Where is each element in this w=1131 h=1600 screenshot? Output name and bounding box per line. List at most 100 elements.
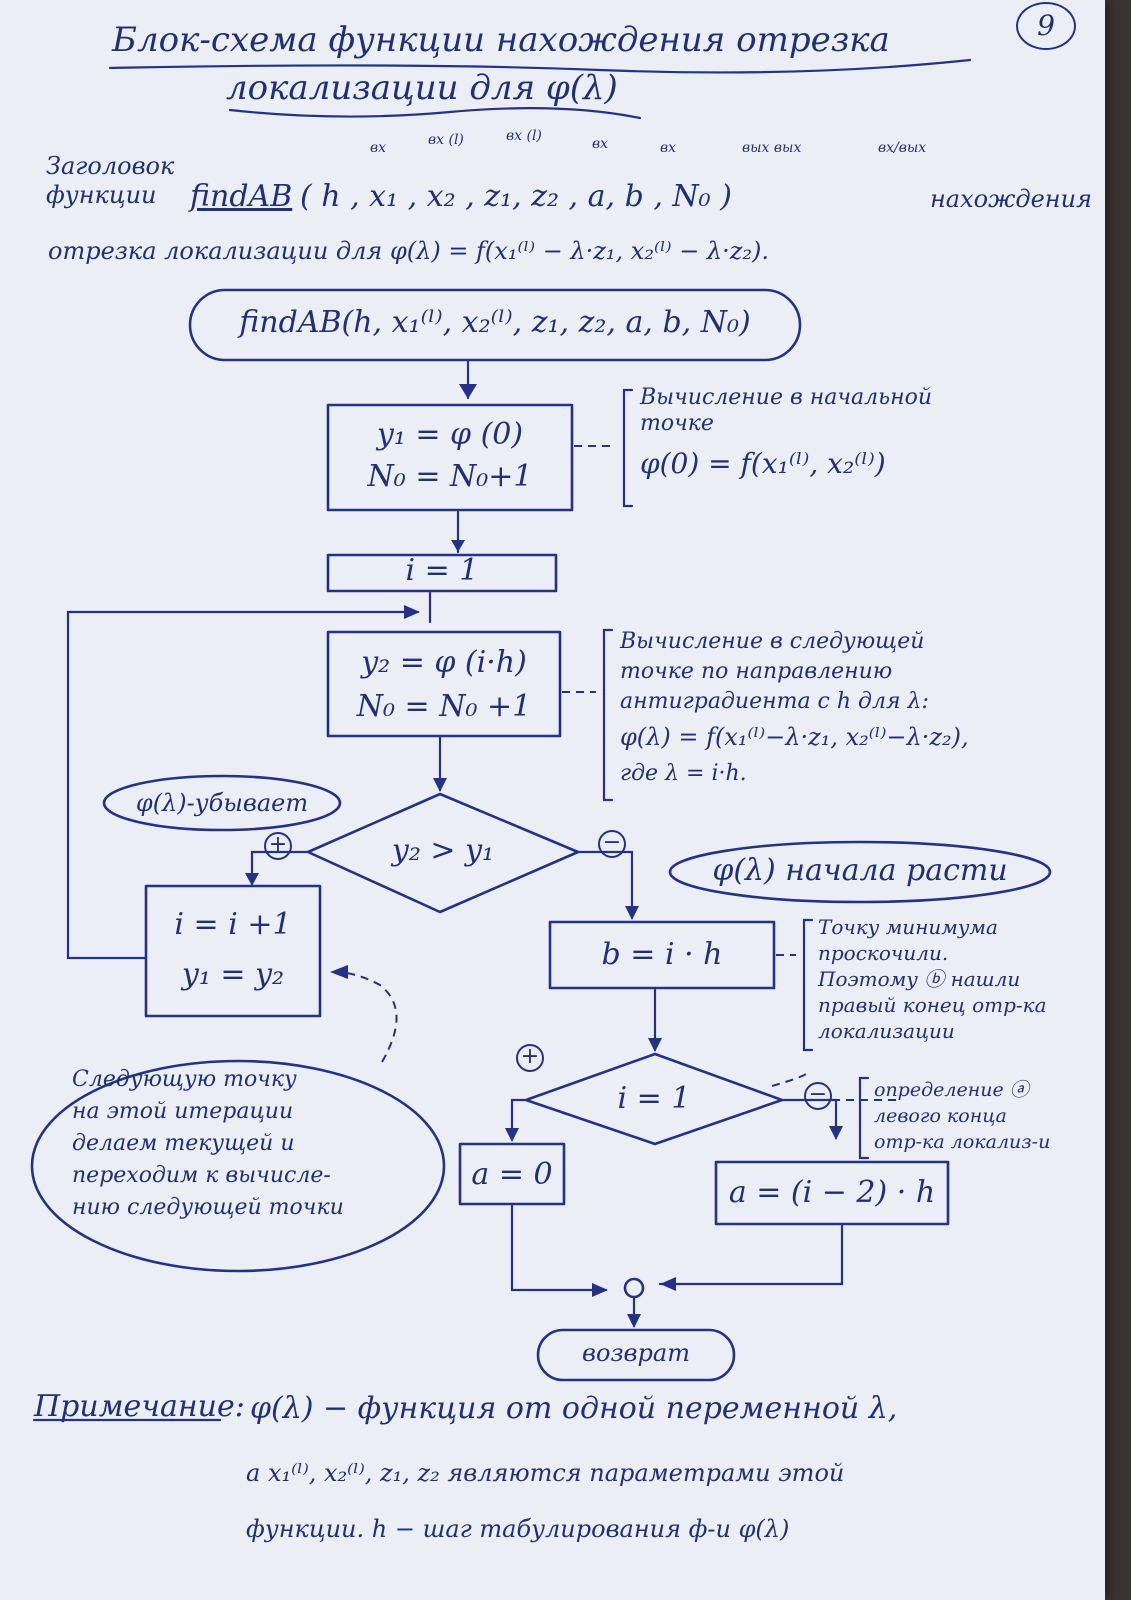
update-comment-1: Следующую точку: [72, 1067, 297, 1092]
a-assign-shape: [714, 1160, 950, 1226]
next-comment-1: Вычисление в следующей: [620, 629, 925, 654]
decreasing-label-shape: [102, 774, 342, 832]
yes-branch-head: [245, 873, 259, 886]
page-number: 9: [1016, 2, 1076, 50]
subtitle-underline: [228, 107, 642, 120]
counter-process-shape: [326, 553, 558, 593]
next-comment-4: φ(λ) = f(x₁⁽ˡ⁾−λ·z₁, x₂⁽ˡ⁾−λ·z₂),: [620, 723, 969, 751]
merge-right-line: [658, 1224, 844, 1286]
increasing-label: φ(λ) начала расти: [712, 853, 1008, 888]
increasing-label-shape: [668, 840, 1052, 904]
arrow-head-end: [627, 1314, 641, 1328]
note-line-2: а x₁⁽ˡ⁾, x₂⁽ˡ⁾, z₁, z₂ являются параметр…: [246, 1459, 845, 1487]
io-mark-z1: вх: [592, 136, 609, 152]
b-comment-1: Точку минимума: [818, 915, 998, 939]
next-comment-3: антиградиента с h для λ:: [620, 689, 929, 714]
init-line-1: y₁ = φ (0): [376, 417, 524, 452]
arrow-head-decision2: [648, 1038, 662, 1052]
a-comment-bracket: [858, 1076, 870, 1160]
no-branch-head: [625, 906, 639, 920]
arrow-head-decision: [433, 778, 447, 792]
init-comment-1: Вычисление в начальной: [640, 385, 933, 410]
io-mark-h: вх: [370, 140, 387, 156]
next-comment-5: где λ = i·h.: [620, 761, 747, 786]
notebook-page: 9 Блок-схема функции нахождения отрезка …: [0, 0, 1105, 1600]
page-subtitle: локализации для φ(λ): [226, 68, 618, 108]
decision1-no-sign: −: [598, 830, 626, 858]
next-process-shape: [326, 630, 562, 738]
start-terminator-shape: [188, 288, 802, 362]
yes2-head: [505, 1128, 519, 1142]
next-line-2: N₀ = N₀ +1: [356, 689, 532, 724]
signature-rest: нахождения: [930, 185, 1092, 213]
flowchart-canvas: [30, 58, 1052, 1422]
decision1-yes-sign: +: [264, 832, 292, 860]
init-comment-3: φ(0) = f(x₁⁽ˡ⁾, x₂⁽ˡ⁾): [640, 447, 886, 480]
counter-label: i = 1: [405, 553, 479, 588]
b-assign-label: b = i · h: [601, 937, 723, 972]
init-process-shape: [326, 403, 574, 512]
io-mark-n0: вх/вых: [878, 140, 927, 156]
a-assign-label: a = (i − 2) · h: [728, 1175, 936, 1210]
decision2-no-sign: −: [804, 1082, 832, 1110]
page-title: Блок-схема функции нахождения отрезка: [112, 20, 890, 60]
arrow-head-init: [459, 384, 477, 399]
no2-line: [780, 1098, 838, 1140]
a-comment-3: отр-ка локализ-и: [874, 1131, 1051, 1153]
update-comment-pointer: [333, 971, 398, 1063]
a-zero-shape: [458, 1142, 566, 1206]
init-comment-2: точке: [640, 411, 714, 436]
merge-left-head: [592, 1283, 608, 1297]
decreasing-label: φ(λ)-убывает: [135, 789, 309, 817]
yes2-line: [510, 1098, 528, 1142]
end-terminator-label: возврат: [582, 1339, 690, 1367]
io-mark-x2: вх (l): [506, 128, 542, 144]
header-caption: Заголовок функции: [46, 152, 175, 209]
note-line-3: функции. h − шаг табулирования ф-и φ(λ): [246, 1515, 790, 1543]
no-branch-line: [576, 850, 634, 920]
update-comment-2: на этой итерации: [72, 1099, 294, 1124]
io-mark-ab: вых вых: [742, 140, 802, 156]
next-comment-bracket: [602, 628, 614, 802]
decision2-yes-sign: +: [516, 1044, 544, 1072]
merge-junction: [623, 1277, 645, 1299]
a-comment-2: левого конца: [874, 1105, 1007, 1127]
b-assign-shape: [548, 920, 776, 990]
decision1-label: y₂ > y₁: [391, 833, 495, 868]
update-process-shape: [144, 884, 322, 1018]
io-mark-z2: вх: [660, 140, 677, 156]
b-comment-2: проскочили.: [818, 941, 949, 965]
init-line-2: N₀ = N₀+1: [367, 459, 533, 494]
decision1-shape: [306, 792, 580, 914]
note-line-1: φ(λ) − функция от одной переменной λ,: [250, 1391, 898, 1426]
init-comment-bracket: [622, 388, 634, 508]
header-description: отрезка локализации для φ(λ) = f(x₁⁽ˡ⁾ −…: [48, 237, 770, 265]
merge-right-head: [660, 1277, 676, 1291]
decision2-dashed-link-2: [771, 1073, 807, 1087]
loop-back-head: [404, 605, 420, 619]
a-comment-1: определение ⓐ: [874, 1079, 1029, 1101]
no2-head: [829, 1126, 843, 1140]
next-line-1: y₂ = φ (i·h): [361, 645, 527, 680]
decision2-label: i = 1: [617, 1081, 691, 1116]
start-terminator-label: findAB(h, x₁⁽ˡ⁾, x₂⁽ˡ⁾, z₁, z₂, a, b, N₀…: [239, 305, 751, 340]
end-terminator-shape: [536, 1328, 736, 1382]
a-zero-label: a = 0: [471, 1157, 553, 1192]
update-comment-4: переходим к вычисле-: [72, 1163, 331, 1188]
title-underline: [108, 58, 972, 74]
update-line-2: y₁ = y₂: [181, 957, 285, 992]
decision2-shape: [524, 1052, 784, 1146]
arrow-head-counter: [451, 540, 465, 552]
update-comment-pointer-head: [330, 965, 348, 979]
b-comment-4: правый конец отр-ка: [818, 993, 1047, 1017]
note-label: Примечание:: [34, 1389, 245, 1424]
update-line-1: i = i +1: [174, 907, 292, 942]
merge-left-line: [510, 1204, 608, 1292]
signature-args: ( h , x₁ , x₂ , z₁, z₂ , a, b , N₀ ): [300, 179, 732, 214]
next-comment-2: точке по направлению: [620, 659, 893, 684]
b-comment-3: Поэтому ⓑ нашли: [818, 967, 1021, 991]
update-comment-5: нию следующей точки: [72, 1195, 344, 1220]
io-mark-x1: вх (l): [428, 132, 464, 148]
b-comment-5: локализации: [818, 1019, 955, 1043]
update-comment-shape: [30, 1059, 446, 1273]
